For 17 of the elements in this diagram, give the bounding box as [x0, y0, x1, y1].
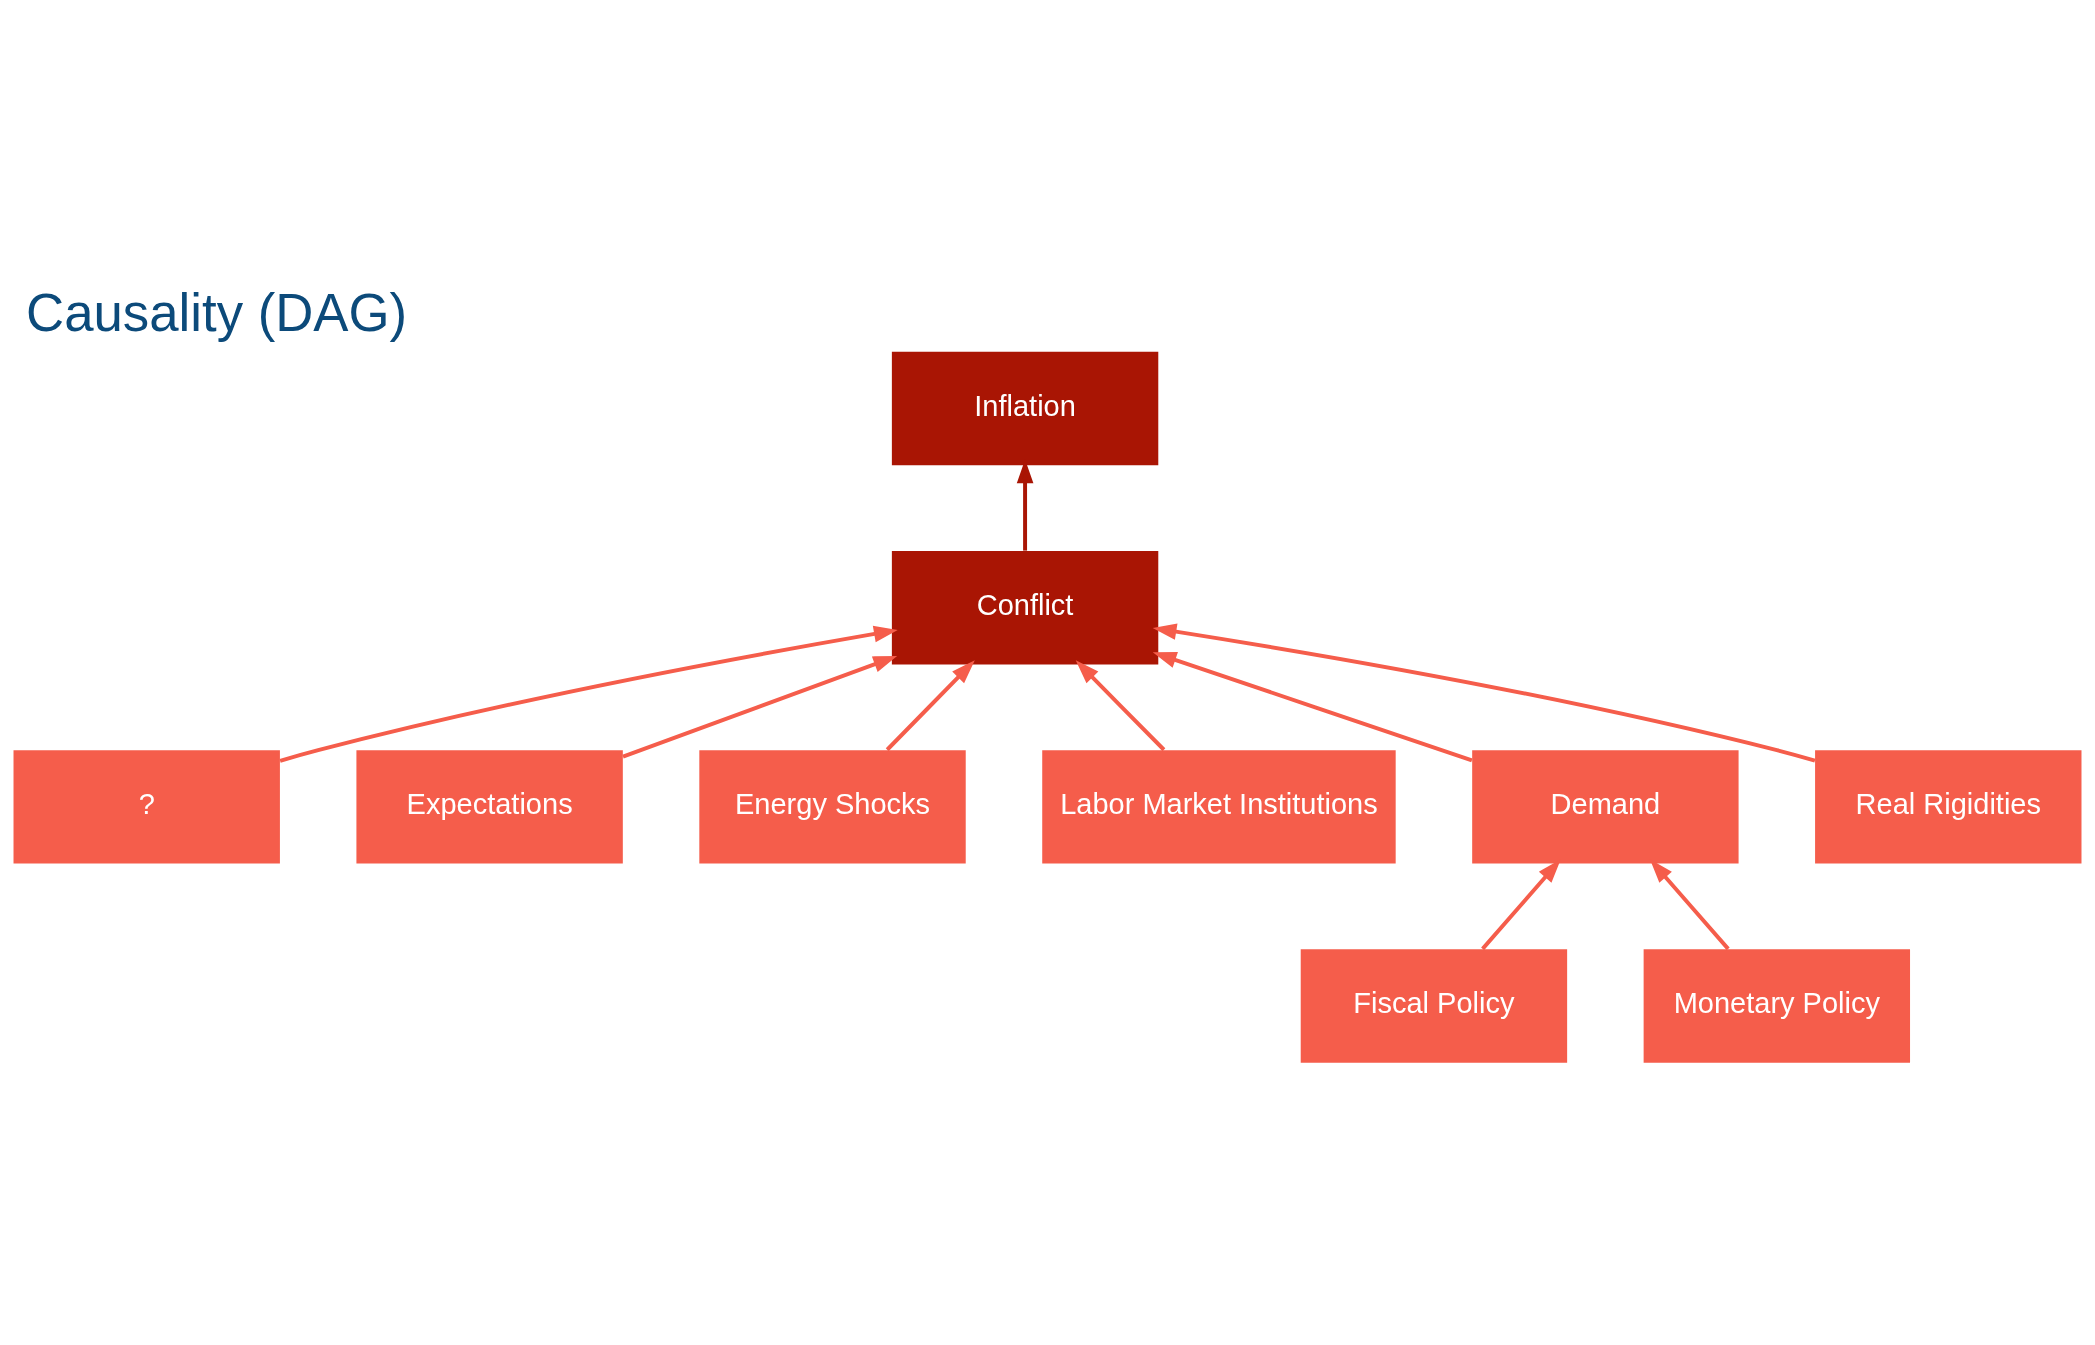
node-box: Expectations [356, 749, 623, 864]
node-box: Inflation [891, 351, 1159, 465]
arrow [1152, 651, 1473, 762]
arrow [622, 655, 898, 758]
node-box: Monetary Policy [1643, 948, 1911, 1063]
arrow [1152, 622, 1816, 763]
arrow [279, 625, 898, 763]
node-box: Energy Shocks [699, 749, 966, 864]
node-box: Demand [1472, 749, 1739, 864]
node-box: Conflict [891, 550, 1159, 664]
arrow [885, 659, 975, 751]
node-box: Real Rigidities [1815, 749, 2082, 864]
node-box: Labor Market Institutions [1042, 749, 1396, 864]
node-box: Fiscal Policy [1300, 948, 1568, 1063]
arrow [1075, 659, 1166, 751]
node-box: ? [13, 749, 280, 864]
diagram-title: Causality (DAG) [26, 282, 408, 342]
